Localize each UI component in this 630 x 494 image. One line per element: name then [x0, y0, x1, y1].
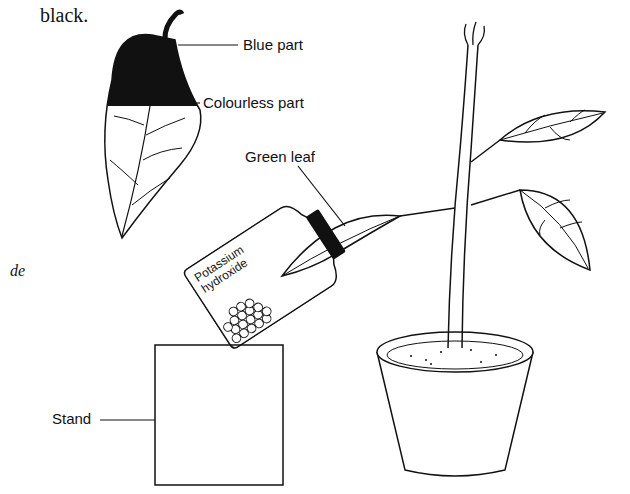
plant-leaf [500, 111, 605, 142]
petiole [400, 208, 455, 216]
buds [464, 22, 484, 45]
bottle-body [183, 198, 347, 350]
part-label: Blue part [243, 36, 303, 53]
soil-dots [410, 350, 497, 364]
part-label: Stand [52, 410, 91, 427]
bottle-neck-seal [306, 208, 346, 259]
leader-line [178, 44, 238, 45]
bottle-label: Potassium hydroxide [192, 224, 282, 295]
leader-line [190, 102, 200, 103]
stem [462, 45, 478, 348]
part-label: Green leaf [245, 148, 315, 165]
plant-leaf [520, 190, 590, 270]
text-fragment: black. [40, 4, 88, 27]
leaf-veins [110, 116, 185, 205]
leaf-veins [520, 190, 588, 268]
stand-box [155, 345, 283, 485]
pot-rim [377, 332, 533, 372]
part-label: Colourless part [203, 94, 304, 111]
potassium-hydroxide-pellet [222, 321, 234, 333]
soil-surface [387, 341, 523, 369]
leaf-veins [500, 110, 603, 140]
stem [448, 45, 468, 348]
branch [471, 140, 500, 162]
leaf-stalk [165, 12, 182, 40]
detached-leaf-outline [105, 35, 201, 238]
leaf-midrib [122, 106, 150, 236]
leader-line [100, 419, 155, 420]
branch [471, 190, 520, 205]
bottle: Potassium hydroxide [181, 189, 359, 350]
text-fragment: de [10, 262, 25, 280]
potassium-hydroxide-pellet [244, 297, 256, 309]
